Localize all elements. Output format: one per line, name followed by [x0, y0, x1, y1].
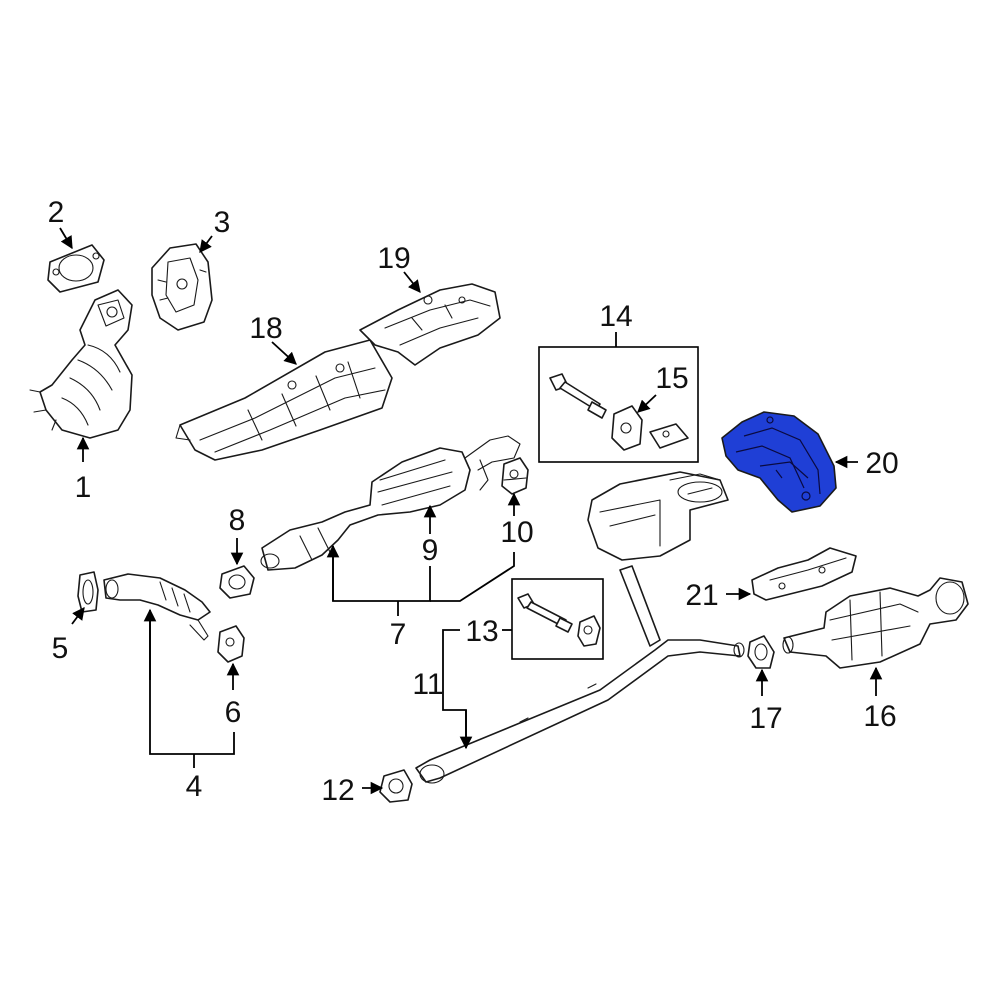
- callout-15: 15: [655, 362, 688, 395]
- callout-18: 18: [249, 312, 282, 345]
- callout-5: 5: [52, 632, 69, 665]
- part-3-heat-shield[interactable]: [151, 243, 213, 331]
- callout-9: 9: [422, 534, 439, 567]
- callout-17: 17: [749, 702, 782, 735]
- part-17-gasket[interactable]: [747, 635, 775, 669]
- callout-13: 13: [465, 615, 498, 648]
- callout-7: 7: [390, 618, 407, 651]
- part-13-hardware-kit[interactable]: [511, 578, 604, 660]
- callout-10: 10: [500, 516, 533, 549]
- part-19-heat-shield[interactable]: [359, 283, 501, 366]
- part-10-hanger[interactable]: [501, 457, 529, 495]
- part-6-hanger[interactable]: [217, 625, 245, 663]
- part-16-rear-muffler[interactable]: [782, 577, 969, 669]
- callout-3: 3: [214, 206, 231, 239]
- callout-11: 11: [412, 668, 443, 701]
- part-5-gasket[interactable]: [77, 571, 99, 613]
- part-9-converter-pipe[interactable]: [260, 435, 521, 571]
- callout-19: 19: [377, 242, 410, 275]
- part-21-heat-shield[interactable]: [751, 547, 857, 601]
- callout-12: 12: [321, 774, 354, 807]
- part-2-gasket[interactable]: [47, 244, 105, 293]
- callout-16: 16: [863, 700, 896, 733]
- callout-6: 6: [225, 696, 242, 729]
- part-20-heat-shield-highlighted[interactable]: [721, 411, 837, 513]
- part-12-gasket[interactable]: [379, 769, 413, 803]
- part-8-gasket[interactable]: [219, 565, 255, 599]
- callout-4: 4: [186, 770, 203, 803]
- leader-lines: [59, 227, 883, 795]
- part-11-intermediate-pipe[interactable]: [415, 565, 745, 784]
- center-muffler[interactable]: [587, 471, 729, 561]
- part-18-heat-shield[interactable]: [175, 339, 393, 461]
- callout-1: 1: [75, 471, 92, 504]
- callout-8: 8: [229, 504, 246, 537]
- callout-labels: 1 2 3 4 5 6 7 8 9 10 11 12 13 14 15 16 1…: [48, 196, 899, 807]
- part-4-pipe-assembly[interactable]: [103, 573, 211, 641]
- callout-20: 20: [865, 447, 898, 480]
- part-1-exhaust-manifold-converter[interactable]: [29, 289, 133, 439]
- callout-14: 14: [599, 300, 632, 333]
- callout-21: 21: [685, 579, 718, 612]
- callout-2: 2: [48, 196, 65, 229]
- part-14-hardware-kit[interactable]: [538, 346, 699, 463]
